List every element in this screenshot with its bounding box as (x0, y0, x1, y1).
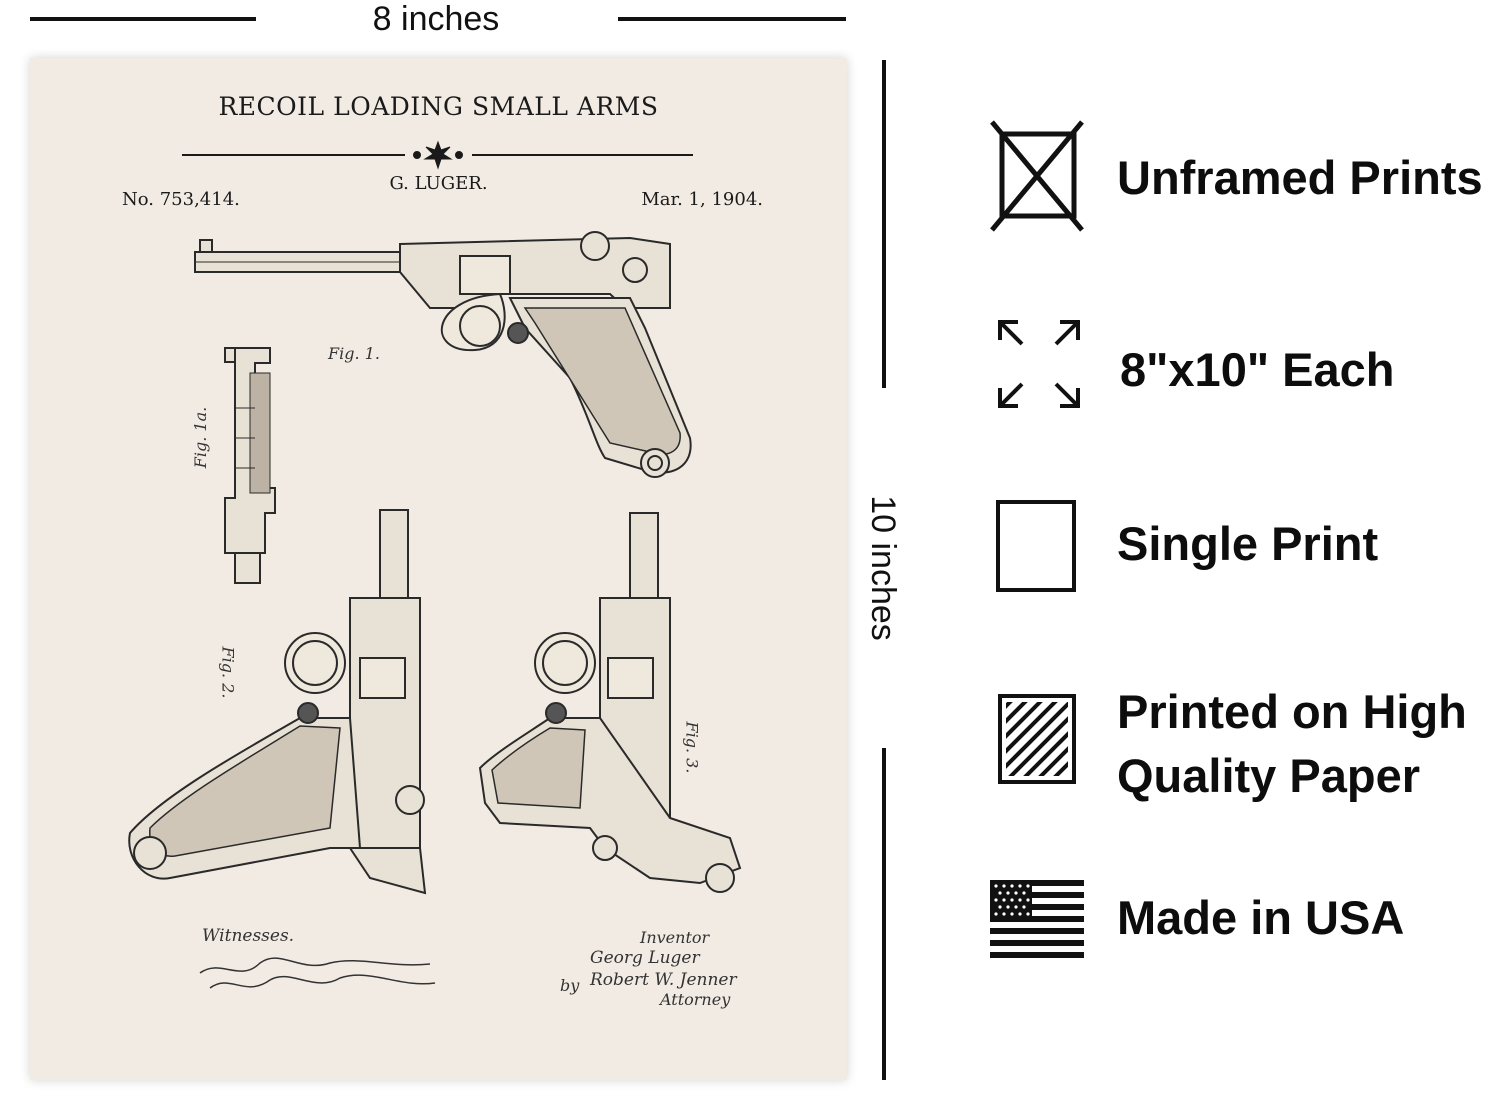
poster-date: Mar. 1, 1904. (641, 189, 763, 210)
feature-unframed: Unframed Prints (990, 120, 1500, 232)
patent-poster: RECOIL LOADING SMALL ARMS (30, 58, 847, 1080)
feature-label-single-print: Single Print (1117, 517, 1379, 570)
feature-label-made-in-usa: Made in USA (1117, 891, 1405, 944)
inventor-label: Inventor (640, 928, 710, 947)
feature-made-in-usa: Made in USA (990, 880, 1500, 960)
pistol-side-view (194, 231, 692, 478)
detail-section-view (224, 347, 276, 584)
pistol-front-view-right (478, 512, 742, 893)
feature-label-unframed: Unframed Prints (1117, 151, 1483, 204)
height-dimension-label: 10 inches (864, 495, 902, 641)
width-dimension-label: 8 inches (372, 0, 500, 38)
feature-paper-quality: Printed on High Quality Paper (990, 680, 1500, 810)
height-dimension-line-top (882, 60, 886, 388)
feature-label-paper-line1: Printed on High (1117, 685, 1467, 738)
feature-size: 8"x10" Each (990, 318, 1500, 414)
us-flag-icon (990, 880, 1084, 958)
attorney-signature: Robert W. Jenner (590, 970, 737, 990)
attorney-label: Attorney (660, 990, 731, 1009)
inventor-signature: Georg Luger (590, 948, 700, 968)
ornament-divider (182, 140, 693, 170)
single-print-icon (996, 500, 1076, 592)
fig-1-label: Fig. 1. (328, 344, 380, 363)
feature-label-size: 8"x10" Each (1120, 343, 1395, 396)
poster-inventor: G. LUGER. (389, 173, 488, 194)
paper-quality-icon (998, 694, 1076, 784)
feature-label-paper-line2: Quality Paper (1117, 749, 1420, 802)
feature-single-print: Single Print (990, 500, 1500, 592)
width-dimension-line-left (30, 17, 256, 21)
width-dimension-line-right (618, 17, 846, 21)
witness-signatures (199, 957, 436, 989)
pistol-front-view-left (128, 509, 427, 895)
poster-title: RECOIL LOADING SMALL ARMS (218, 92, 659, 121)
height-dimension-line-bottom (882, 748, 886, 1080)
poster-patent-number: No. 753,414. (122, 189, 240, 210)
unframed-icon (990, 120, 1084, 232)
by-label: by (560, 976, 580, 995)
expand-size-icon (998, 320, 1080, 408)
patent-drawing (128, 140, 742, 895)
witnesses-label: Witnesses. (202, 926, 295, 946)
